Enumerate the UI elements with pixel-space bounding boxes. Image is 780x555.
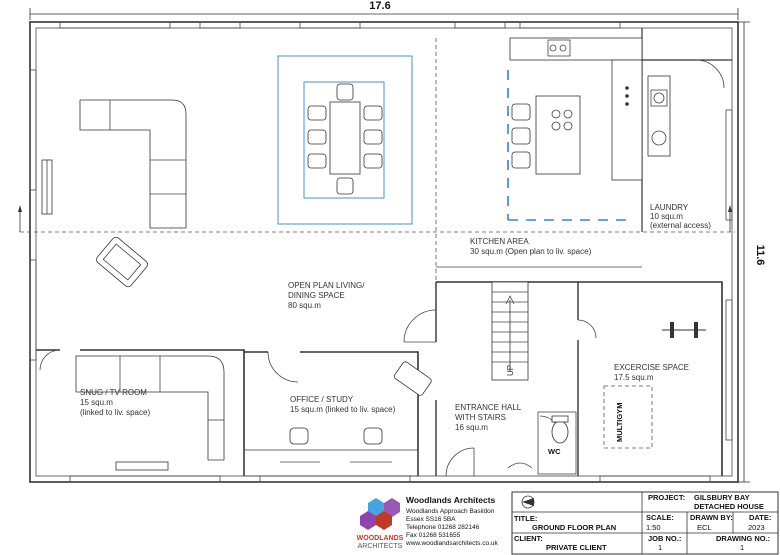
stairs-up-label: UP (506, 365, 515, 376)
gym-name: EXCERCISE SPACE (614, 363, 689, 372)
gym-area: 17.5 squ.m (614, 373, 654, 382)
snug-name: SNUG / TV ROOM (80, 388, 147, 397)
living-name-2: DINING SPACE (288, 291, 345, 300)
title-value: GROUND FLOOR PLAN (532, 523, 616, 532)
dimension-height: 11.6 (738, 21, 766, 483)
firm-fax: Fax 01268 531655 (406, 532, 461, 539)
firm-address-1: Woodlands Approach Basildon (406, 508, 495, 515)
internal-walls (36, 38, 725, 477)
firm-telephone: Telephone 01268 282146 (406, 524, 480, 531)
laundry-area: 10 squ.m (650, 212, 683, 221)
office-area: 15 squ.m (linked to liv. space) (290, 405, 396, 414)
project-label: PROJECT: (648, 493, 685, 502)
firm-details: Woodlands Architects Woodlands Approach … (405, 495, 499, 547)
office-name: OFFICE / STUDY (290, 395, 354, 404)
stairs: UP (491, 281, 529, 381)
multigym-label: MULTIGYM (615, 403, 624, 442)
dimension-width: 17.6 (29, 0, 739, 20)
firm-logo: WOODLANDS ARCHITECTS (357, 498, 404, 550)
kitchen-name: KITCHEN AREA (470, 237, 529, 246)
hall-name: ENTRANCE HALL (455, 403, 522, 412)
logo-line-2: ARCHITECTS (358, 543, 403, 550)
kitchen-units (507, 37, 643, 221)
width-label: 17.6 (369, 0, 390, 12)
snug-furniture (75, 355, 225, 471)
snug-area: 15 squ.m (80, 398, 113, 407)
project-value-1: GILSBURY BAY (694, 493, 750, 502)
client-label: CLIENT: (514, 534, 543, 543)
date-label: DATE: (749, 513, 771, 522)
client-value: PRIVATE CLIENT (546, 543, 607, 552)
firm-name: Woodlands Architects (406, 495, 496, 505)
laundry-name: LAUNDRY (650, 203, 689, 212)
firm-address-2: Essex SS16 5BA (406, 516, 456, 523)
firm-web: www.woodlandsarchitects.co.uk (405, 540, 499, 547)
office-furniture (280, 361, 432, 463)
living-area: 80 squ.m (288, 301, 321, 310)
section-markers (18, 205, 735, 233)
drawn-value: ECL (697, 523, 712, 532)
living-sofa (41, 99, 187, 288)
title-block: PROJECT: GILSBURY BAY DETACHED HOUSE TIT… (511, 491, 779, 555)
scale-label: SCALE: (646, 513, 674, 522)
height-label: 11.6 (754, 245, 766, 266)
scale-value: 1:50 (646, 523, 661, 532)
date-value: 2023 (748, 523, 765, 532)
project-value-2: DETACHED HOUSE (694, 502, 764, 511)
living-name: OPEN PLAN LIVING/ (288, 281, 365, 290)
drawing-value: 1 (740, 543, 744, 552)
title-label: TITLE: (514, 514, 537, 523)
dining-set (277, 55, 413, 225)
hall-name-2: WITH STAIRS (455, 413, 506, 422)
laundry-fittings (647, 75, 671, 157)
snug-note: (linked to liv. space) (80, 408, 150, 417)
laundry-note: (external access) (650, 221, 711, 230)
drawing-label: DRAWING NO.: (716, 534, 770, 543)
wc-label: WC (548, 447, 561, 456)
room-labels: OPEN PLAN LIVING/ DINING SPACE 80 squ.m … (80, 203, 711, 456)
job-label: JOB NO.: (648, 534, 681, 543)
job-value: 1 (658, 543, 662, 552)
logo-line-1: WOODLANDS (357, 535, 404, 542)
wc-fittings (507, 415, 569, 469)
hall-area: 16 squ.m (455, 423, 488, 432)
drawn-label: DRAWN BY: (690, 513, 733, 522)
kitchen-area: 30 squ.m (Open plan to liv. space) (470, 247, 592, 256)
gym-equipment: MULTIGYM (603, 322, 706, 449)
